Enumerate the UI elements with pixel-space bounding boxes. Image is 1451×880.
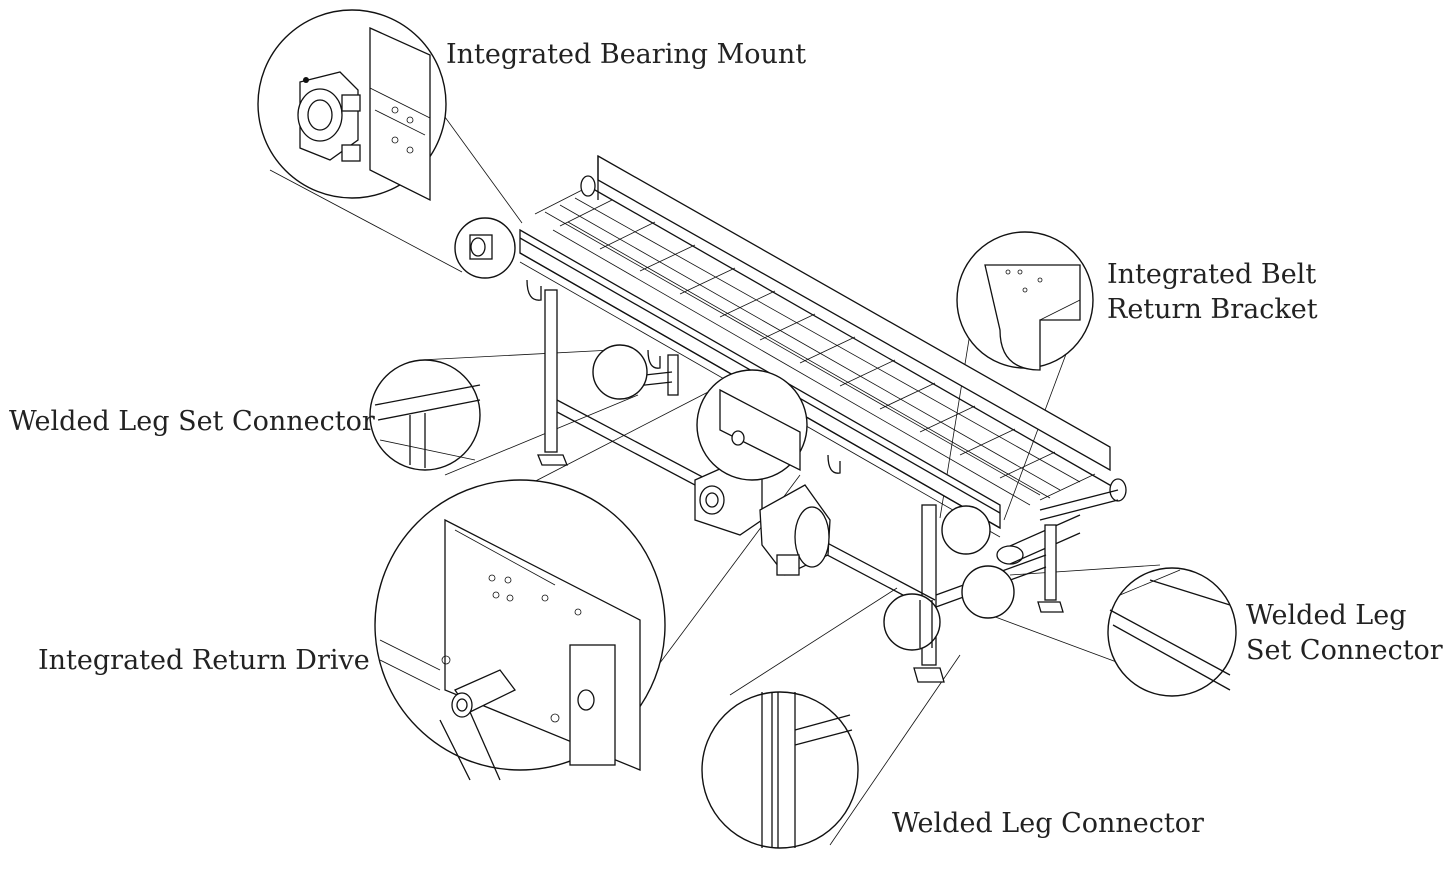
- motor-endcap: [794, 506, 830, 568]
- leg-set-left-small-circle: [592, 344, 648, 400]
- detail-bearing-mount: [257, 9, 447, 202]
- label-line: Integrated Belt: [1107, 259, 1317, 290]
- leg-connector-small-circle: [883, 593, 941, 651]
- detail-return-drive: [374, 479, 666, 781]
- label-welded-leg-connector: Welded Leg Connector: [892, 806, 1204, 841]
- label-welded-leg-set-connector-left: Welded Leg Set Connector: [9, 404, 375, 439]
- detail-leg-connector: [701, 691, 859, 849]
- label-welded-leg-set-connector-right: Welded Leg Set Connector: [1246, 598, 1443, 668]
- label-line: Welded Leg Set Connector: [9, 406, 375, 437]
- belt-return-small-circle: [941, 505, 991, 555]
- bed-slats: [534, 185, 1096, 501]
- label-line: Set Connector: [1246, 635, 1443, 666]
- return-roller: [996, 545, 1024, 565]
- detail-leg-set-left: [369, 359, 481, 471]
- label-integrated-belt-return-bracket: Integrated Belt Return Bracket: [1107, 257, 1318, 327]
- label-line: Integrated Bearing Mount: [446, 39, 807, 70]
- label-line: Integrated Return Drive: [38, 645, 370, 676]
- label-line: Return Bracket: [1107, 294, 1318, 325]
- leg-set-right-small-circle: [961, 565, 1015, 619]
- tail-pulley-end: [580, 175, 596, 197]
- label-integrated-bearing-mount: Integrated Bearing Mount: [446, 37, 806, 72]
- bed-rails: [544, 197, 1081, 506]
- leg-back-left: [544, 289, 558, 453]
- detail-leg-set-right: [1107, 567, 1237, 697]
- label-line: Welded Leg Connector: [892, 808, 1204, 839]
- label-line: Welded Leg: [1246, 600, 1407, 631]
- detail-belt-return: [956, 231, 1094, 371]
- label-integrated-return-drive: Integrated Return Drive: [38, 643, 370, 678]
